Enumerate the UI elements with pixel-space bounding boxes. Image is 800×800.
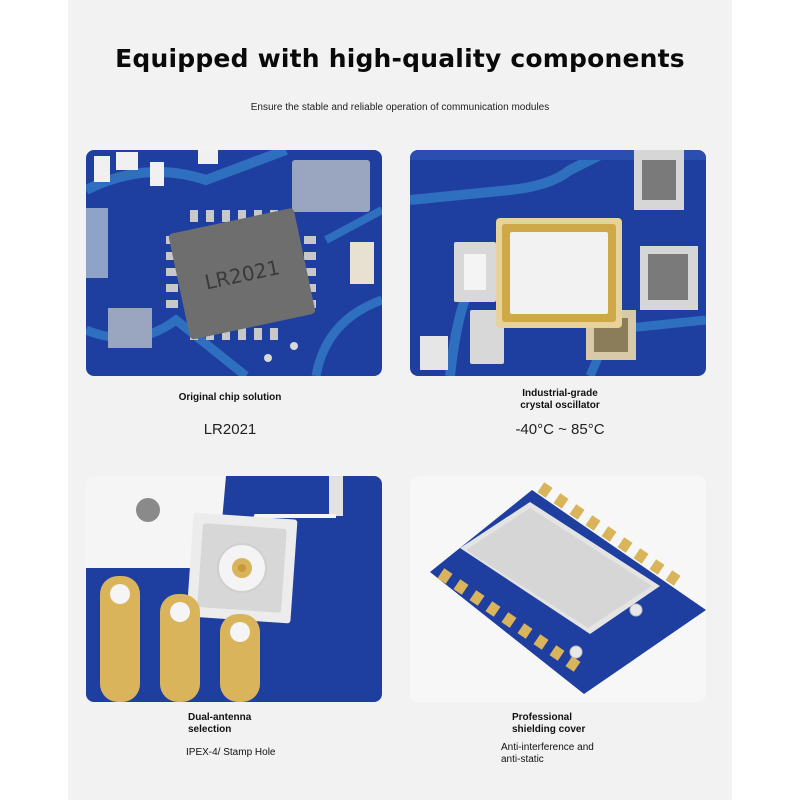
feature-3-caption-line1: Dual-antenna (188, 712, 252, 723)
module-image (410, 476, 706, 702)
feature-2-caption: Industrial-grade crystal oscillator (480, 388, 640, 412)
antenna-illustration (86, 476, 382, 702)
module-illustration (410, 476, 706, 702)
feature-3-value: IPEX-4/ Stamp Hole (186, 747, 276, 758)
oscillator-image (410, 150, 706, 376)
feature-3-caption-line2: selection (188, 724, 232, 735)
feature-4-value-line1: Anti-interference and (501, 742, 594, 753)
feature-3-caption: Dual-antenna selection (188, 712, 328, 736)
feature-1-caption-text: Original chip solution (178, 392, 282, 403)
feature-4-caption-line1: Professional (512, 712, 573, 723)
feature-1-value: LR2021 (203, 421, 257, 438)
antenna-image (86, 476, 382, 702)
chip-illustration: LR2021 (86, 150, 382, 376)
feature-4-value: Anti-interference and anti-static (501, 742, 661, 766)
oscillator-illustration (410, 150, 706, 376)
page-subtitle: Ensure the stable and reliable operation… (250, 102, 550, 113)
page-title: Equipped with high-quality components (115, 44, 685, 73)
feature-4-value-line2: anti-static (501, 754, 544, 765)
feature-2-value: -40°C ~ 85°C (515, 421, 605, 438)
feature-2-caption-line2: crystal oscillator (520, 400, 600, 411)
feature-4-caption-line2: shielding cover (512, 724, 586, 735)
chip-image: LR2021 (86, 150, 382, 376)
feature-1-caption: Original chip solution (150, 392, 310, 404)
feature-4-caption: Professional shielding cover (512, 712, 652, 736)
feature-2-caption-line1: Industrial-grade (522, 388, 598, 399)
